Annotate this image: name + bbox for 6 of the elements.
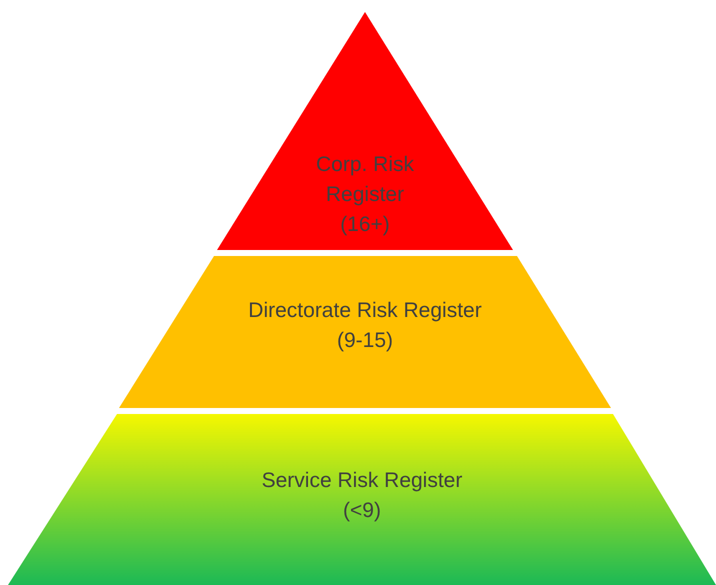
register-title: Corp. Risk Register	[314, 152, 416, 208]
score-range: (16+)	[340, 212, 390, 238]
register-title: Service Risk Register	[262, 468, 462, 494]
score-range: (9-15)	[336, 328, 394, 354]
score-range: (<9)	[343, 498, 381, 524]
register-title: Directorate Risk Register	[248, 298, 482, 324]
